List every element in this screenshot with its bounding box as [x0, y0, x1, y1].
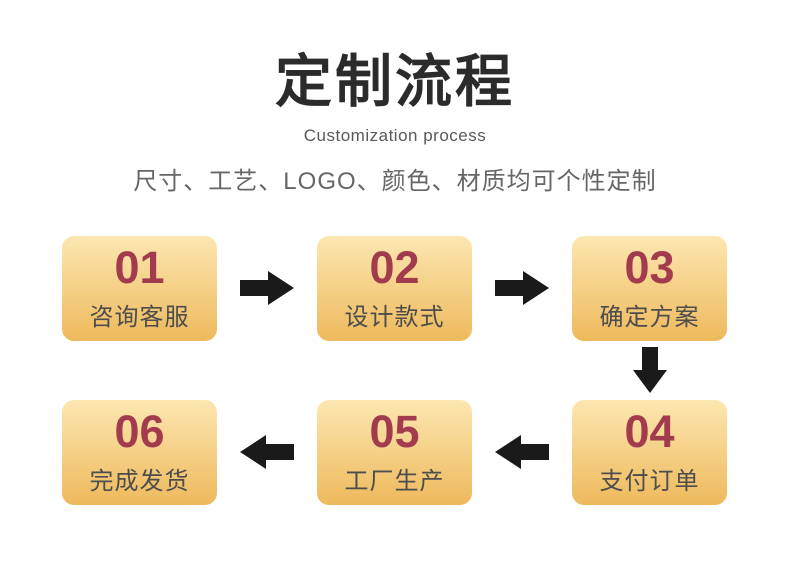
step-number: 02 [369, 242, 420, 293]
step-label: 完成发货 [89, 468, 190, 495]
step-number: 06 [114, 406, 165, 457]
step-card-2: 02 设计款式 [317, 236, 472, 341]
arrow-left-icon [495, 435, 549, 469]
step-card-3: 03 确定方案 [572, 236, 727, 341]
arrow-right-icon [240, 271, 294, 305]
step-card-4: 04 支付订单 [572, 400, 727, 505]
step-number: 04 [624, 406, 675, 457]
step-label: 支付订单 [599, 468, 700, 495]
step-label: 咨询客服 [89, 304, 190, 331]
arrow-left-icon [240, 435, 294, 469]
page-description: 尺寸、工艺、LOGO、颜色、材质均可个性定制 [133, 168, 657, 195]
step-label: 确定方案 [599, 304, 700, 331]
step-card-6: 06 完成发货 [62, 400, 217, 505]
step-number: 01 [114, 242, 165, 293]
step-number: 03 [624, 242, 675, 293]
arrow-down-icon [633, 347, 667, 393]
step-card-5: 05 工厂生产 [317, 400, 472, 505]
arrow-right-icon [495, 271, 549, 305]
step-label: 设计款式 [344, 304, 445, 331]
step-label: 工厂生产 [344, 468, 445, 495]
page-title: 定制流程 [275, 50, 515, 114]
page-subtitle: Customization process [303, 126, 487, 145]
step-card-1: 01 咨询客服 [62, 236, 217, 341]
step-number: 05 [369, 406, 420, 457]
